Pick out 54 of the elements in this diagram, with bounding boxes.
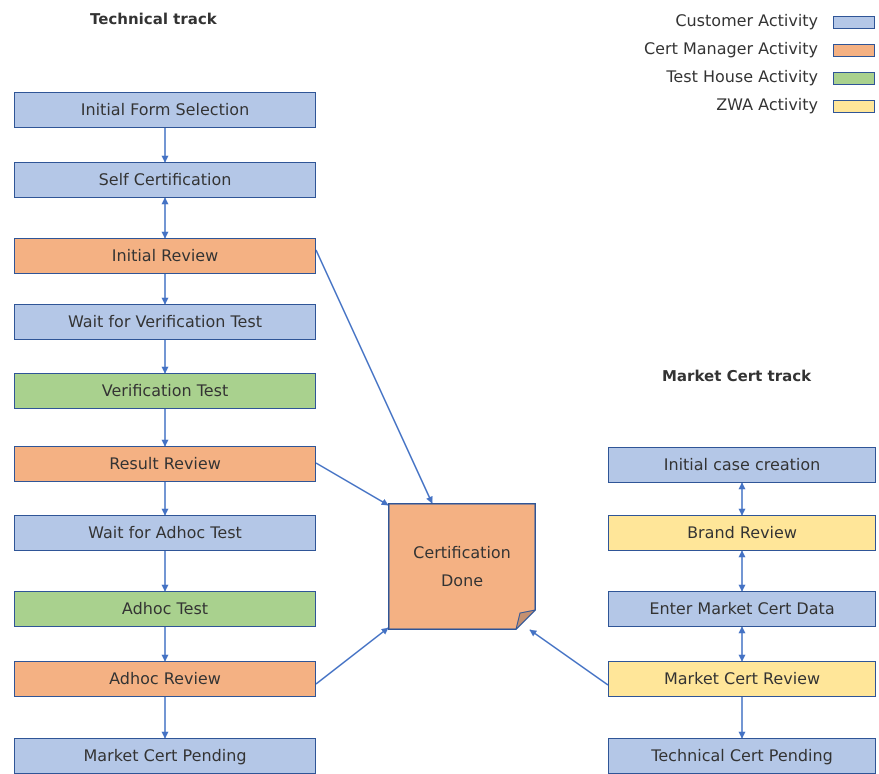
arrow (738, 697, 746, 739)
process-box (14, 446, 316, 482)
arrow (162, 274, 168, 305)
arrow (162, 197, 168, 239)
arrow (529, 629, 608, 686)
node-label: Wait for Adhoc Test (87, 522, 243, 544)
arrow (162, 409, 168, 447)
node-label: Initial case creation (662, 454, 822, 476)
process-box (608, 738, 876, 774)
legend-label: Test House Activity (666, 67, 818, 86)
node-label: Self Certification (98, 169, 232, 191)
process-box (608, 591, 876, 627)
arrow (738, 626, 746, 662)
legend-label: ZWA Activity (716, 95, 818, 114)
node-label: Result Review (108, 453, 222, 475)
arrow (316, 627, 389, 685)
arrow (316, 462, 389, 506)
node-label: Technical Cert Pending (650, 745, 834, 767)
arrow (162, 482, 168, 516)
process-box (14, 373, 316, 409)
arrow (315, 250, 433, 504)
arrow (162, 627, 168, 662)
arrow (162, 340, 168, 374)
process-box (608, 515, 876, 551)
legend-label: Customer Activity (675, 11, 818, 30)
arrow (162, 697, 168, 739)
legend-label: Cert Manager Activity (644, 39, 818, 58)
node-label: Adhoc Review (108, 668, 222, 690)
process-box (14, 92, 316, 128)
node-label: Initial Form Selection (80, 99, 250, 121)
track-heading: Technical track (90, 10, 217, 28)
node-label: Market Cert Review (662, 668, 822, 690)
node-label: Market Cert Pending (82, 745, 248, 767)
arrow (738, 482, 746, 516)
process-box (608, 661, 876, 697)
node-label: Adhoc Test (120, 598, 210, 620)
track-heading: Market Cert track (662, 367, 812, 385)
node-label: Certification Done (412, 542, 512, 592)
process-box (14, 162, 316, 198)
node-label: Enter Market Cert Data (648, 598, 836, 620)
process-box (14, 738, 316, 774)
process-box (14, 304, 316, 340)
process-box (14, 591, 316, 627)
process-box (14, 238, 316, 274)
node-label: Verification Test (100, 380, 230, 402)
node-label: Wait for Verification Test (67, 311, 263, 333)
process-box (608, 447, 876, 483)
arrow (162, 551, 168, 592)
node-label: Initial Review (110, 245, 220, 267)
process-box (14, 661, 316, 697)
process-box (14, 515, 316, 551)
node-label: Brand Review (686, 522, 798, 544)
arrow (738, 550, 746, 592)
arrow (162, 128, 168, 163)
